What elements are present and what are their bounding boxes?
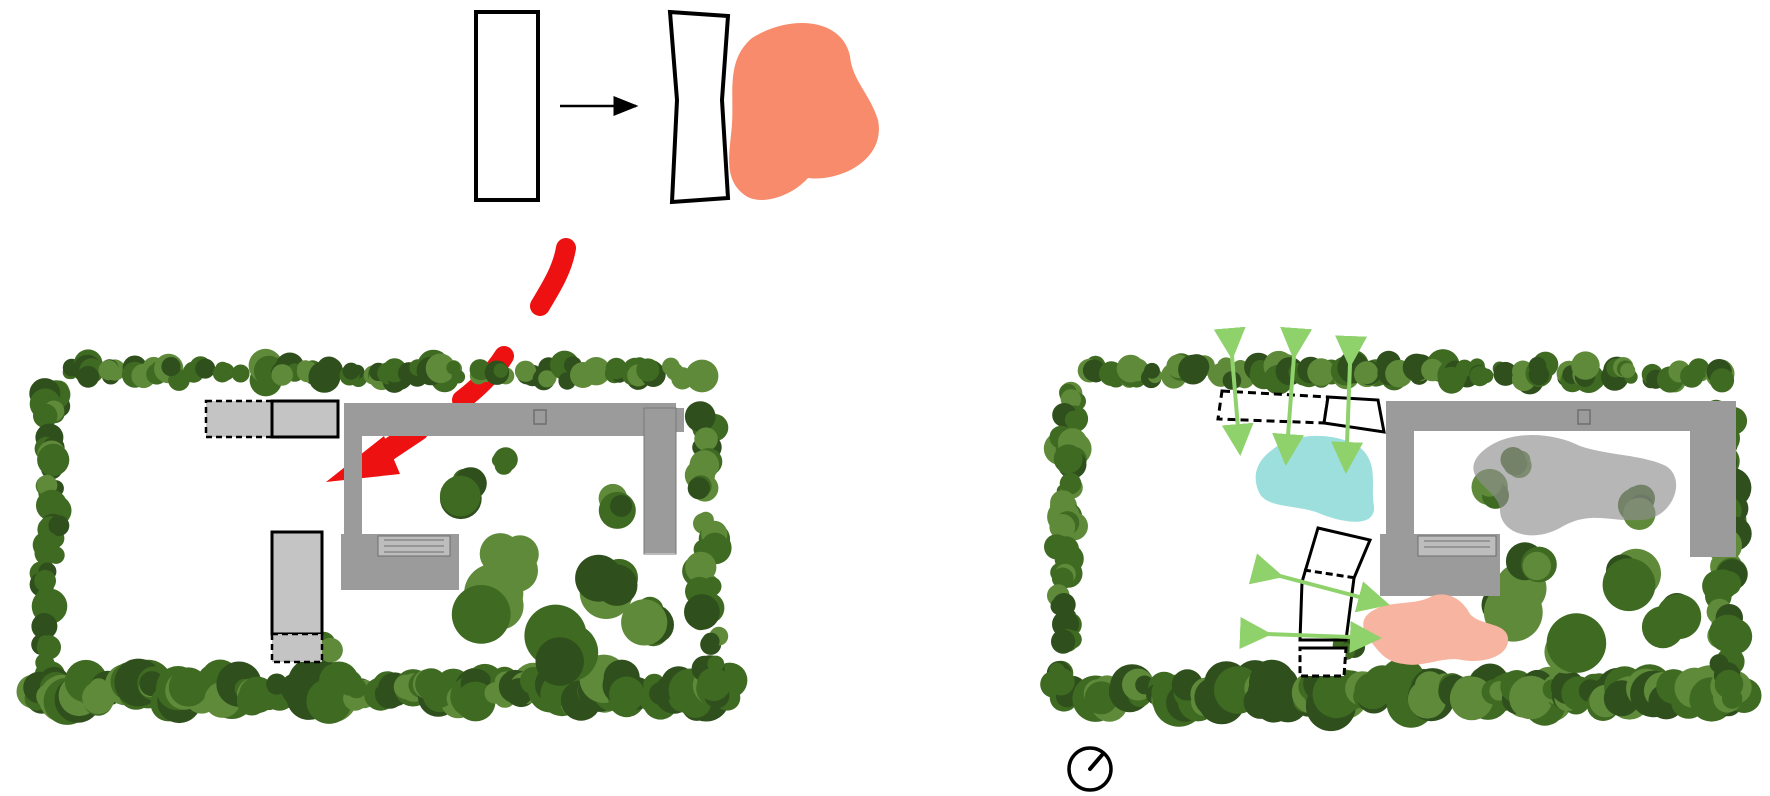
tree bbox=[1307, 358, 1335, 386]
tree bbox=[1620, 363, 1635, 378]
tree bbox=[1529, 365, 1550, 386]
tree bbox=[1047, 668, 1075, 696]
tree bbox=[452, 585, 511, 644]
tree bbox=[685, 401, 716, 432]
tree bbox=[33, 531, 60, 558]
green-double-arrow bbox=[1268, 634, 1378, 638]
proposed-top-block bbox=[206, 401, 338, 437]
tree bbox=[337, 670, 362, 695]
tree bbox=[1713, 620, 1742, 649]
tree bbox=[1603, 558, 1656, 611]
salmon-activity-zone bbox=[729, 23, 879, 200]
tree bbox=[684, 594, 720, 630]
tree bbox=[36, 587, 57, 608]
tree bbox=[1065, 411, 1083, 429]
concept-diagram bbox=[476, 12, 879, 202]
tree bbox=[343, 363, 360, 380]
tree bbox=[498, 459, 511, 472]
tree bbox=[77, 366, 99, 388]
north-compass-icon bbox=[1069, 748, 1111, 790]
tree bbox=[1184, 354, 1209, 379]
tree bbox=[686, 360, 719, 393]
tree bbox=[99, 360, 119, 380]
tree bbox=[235, 367, 248, 380]
proposed-bottom-block bbox=[272, 532, 322, 662]
tree bbox=[195, 359, 215, 379]
tree bbox=[621, 599, 667, 645]
tree bbox=[161, 357, 180, 376]
tree bbox=[1523, 552, 1551, 580]
tree bbox=[37, 444, 69, 476]
tree bbox=[1560, 624, 1594, 658]
tree bbox=[501, 535, 539, 573]
tree bbox=[1656, 594, 1701, 639]
tree bbox=[1715, 670, 1744, 699]
tree bbox=[688, 477, 710, 499]
cyan-zone bbox=[1256, 436, 1374, 522]
tree bbox=[440, 476, 481, 517]
tree bbox=[319, 358, 342, 381]
tree bbox=[34, 613, 54, 633]
tree bbox=[1571, 351, 1599, 379]
tree bbox=[609, 677, 644, 712]
tree bbox=[697, 668, 730, 701]
tree bbox=[1058, 457, 1075, 474]
tree bbox=[1051, 630, 1075, 654]
original-block-outline bbox=[476, 12, 538, 200]
tree bbox=[38, 635, 52, 649]
tree bbox=[694, 427, 718, 451]
existing-site-plan bbox=[17, 349, 748, 725]
tree bbox=[636, 358, 659, 381]
tree bbox=[1053, 536, 1079, 562]
tree bbox=[1355, 361, 1378, 384]
tree bbox=[1710, 368, 1734, 392]
tree bbox=[596, 565, 637, 606]
tree bbox=[446, 361, 460, 375]
tree bbox=[536, 637, 584, 685]
tree bbox=[1144, 363, 1160, 379]
proposed-site-plan bbox=[1040, 349, 1761, 731]
tree bbox=[702, 633, 720, 651]
tree bbox=[494, 363, 508, 377]
tree bbox=[1479, 369, 1494, 384]
proposed-top-block bbox=[1218, 391, 1384, 432]
tree bbox=[610, 495, 632, 517]
tree bbox=[271, 364, 293, 386]
bent-block-outline bbox=[670, 12, 728, 202]
